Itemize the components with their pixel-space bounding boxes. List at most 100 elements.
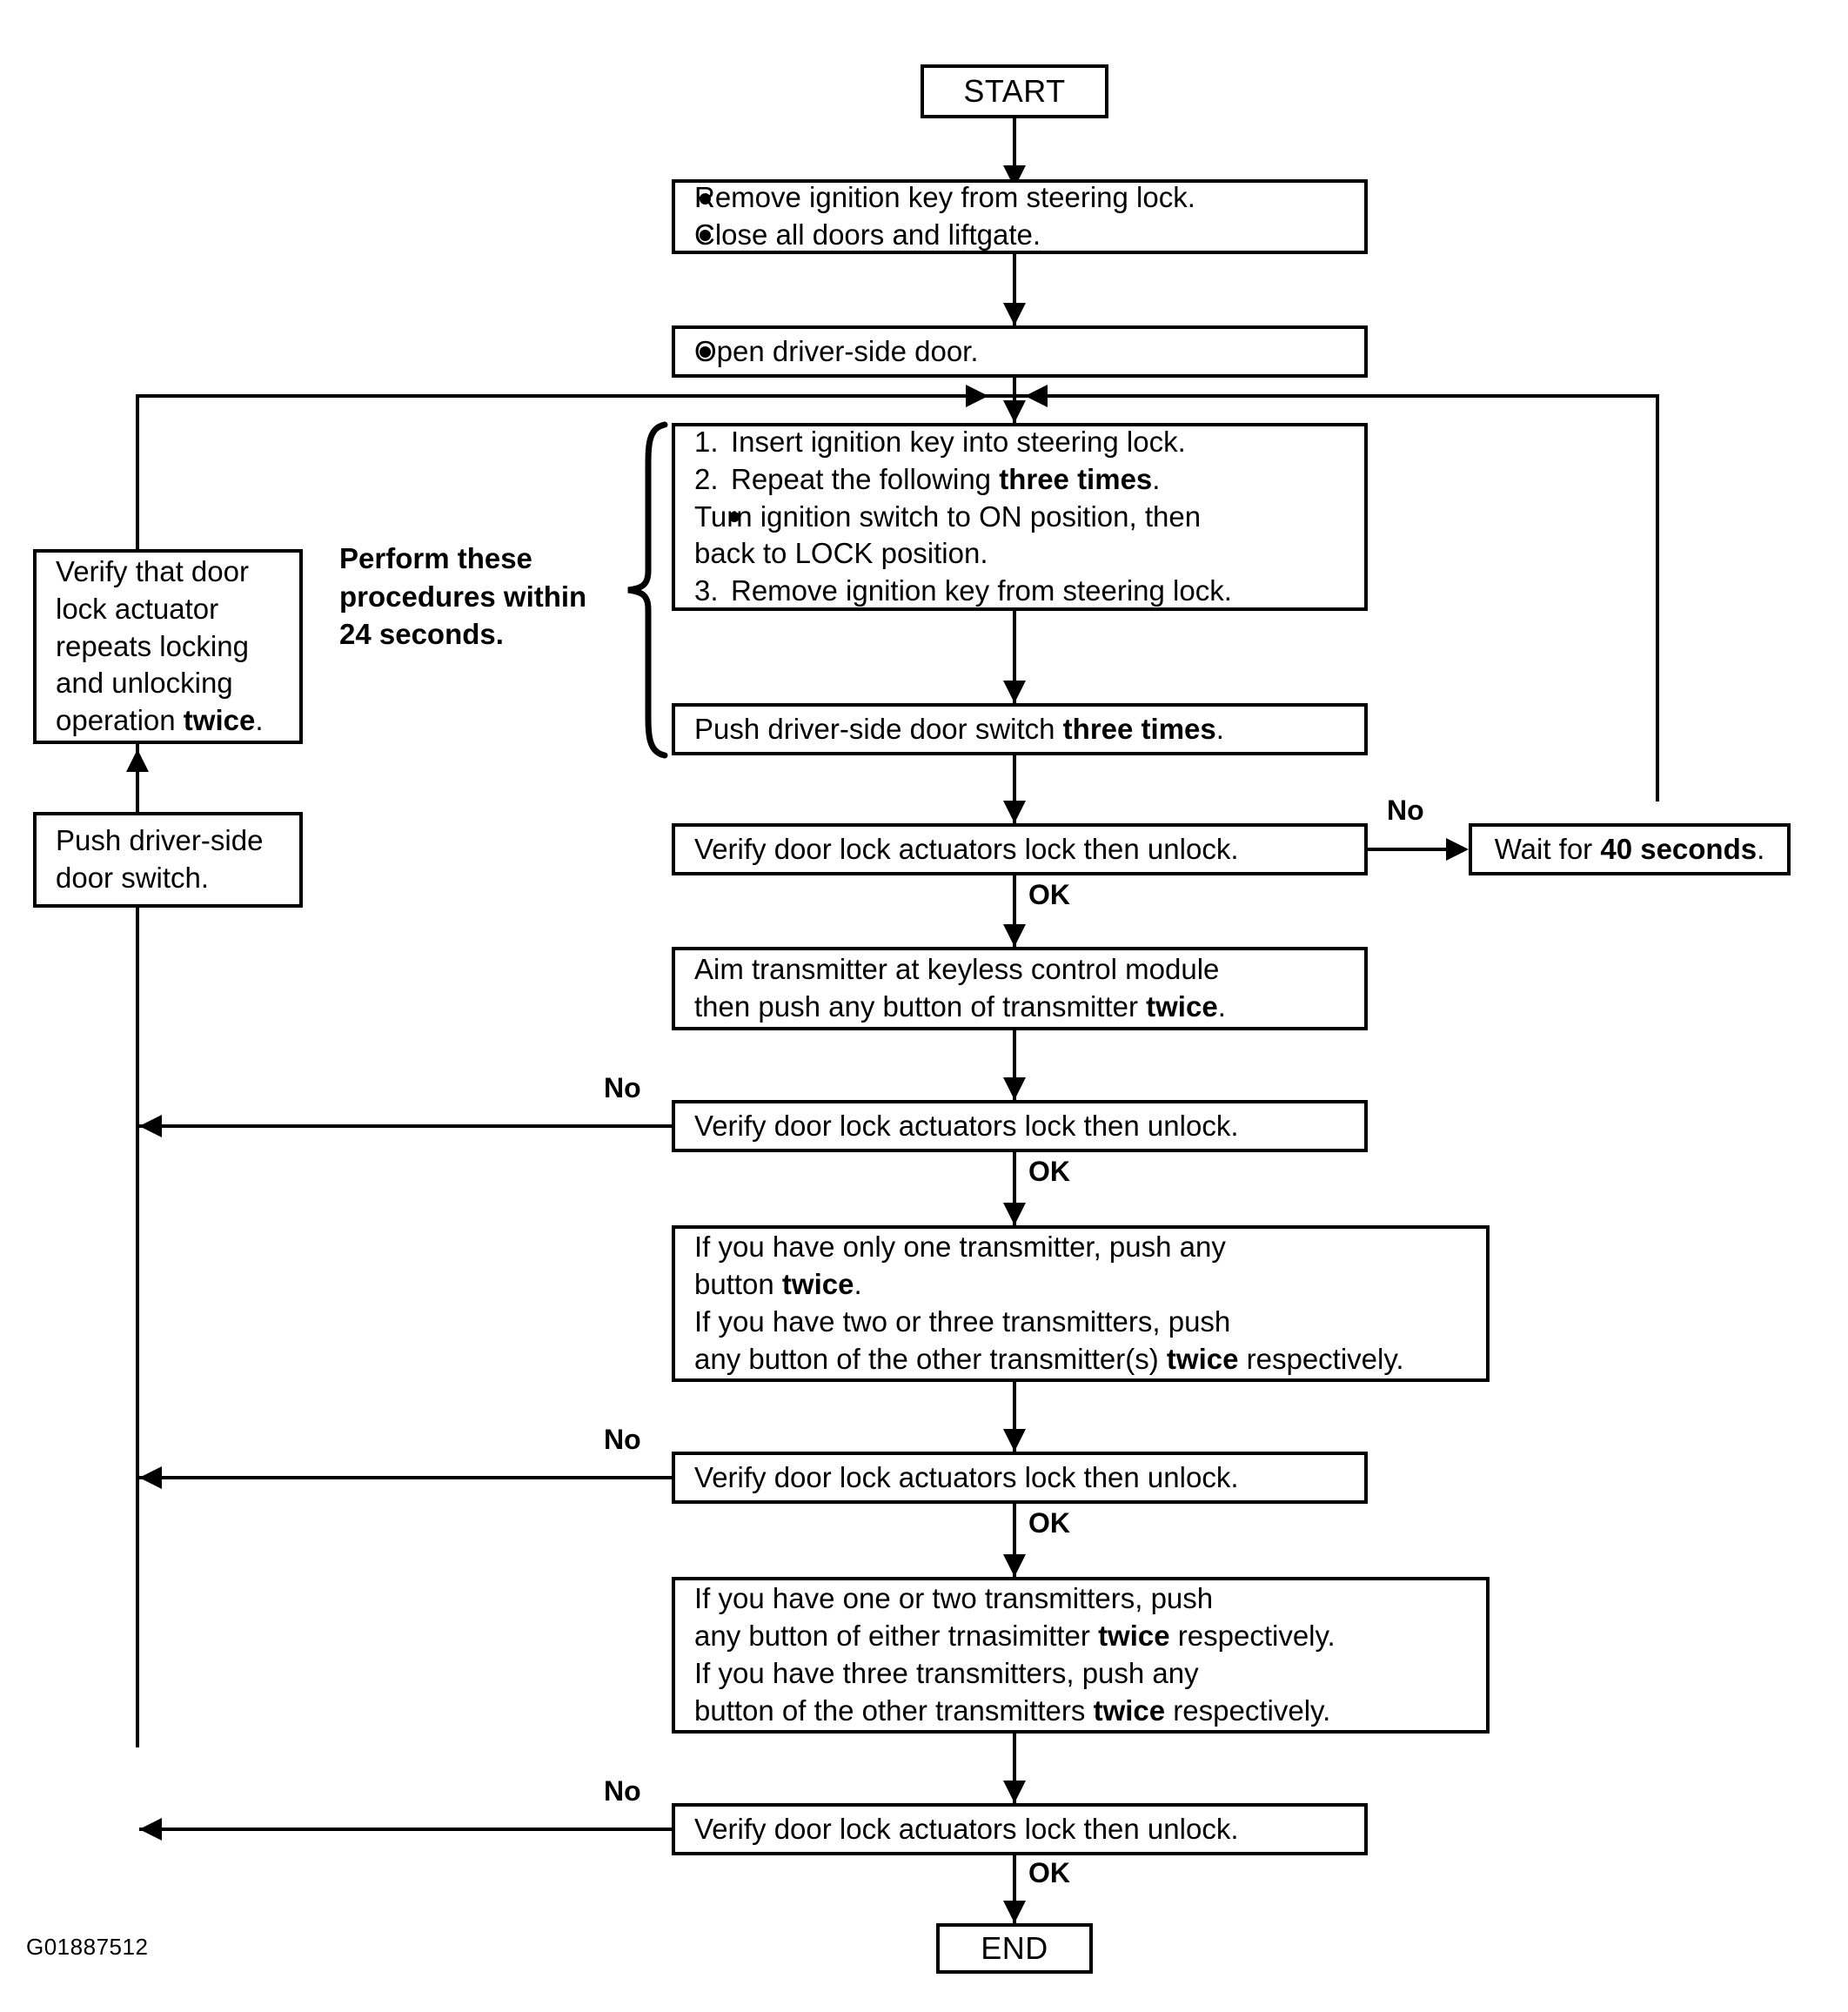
wait40-text-a: Wait for [1494,832,1601,865]
open-door-line-1: Open driver-side door. [675,333,1364,371]
prep-line-1: Remove ignition key from steering lock. [675,179,1364,217]
arrow-verify1-no-to-wait [1446,838,1469,861]
verify-repeat-line-3: repeats locking [56,629,249,662]
transmitters-b-line-2: any button of either trnasimitter twice … [675,1618,1486,1655]
transmitters-a-line-4-a: any button of the other transmitter(s) [694,1342,1167,1375]
wait40-emphasis: 40 seconds [1600,832,1758,865]
push-switch-line-1: Push driver-side [56,824,264,857]
procedure-item-2-tail: . [1152,462,1161,495]
end-label: END [981,1930,1048,1966]
connector-verify3-ok-to-transmitters-b [1013,1504,1016,1577]
connector-prep-to-open-door [1013,254,1016,325]
transmitters-b-line-2-emphasis: twice [1098,1620,1170,1653]
timing-brace [621,421,670,759]
procedure-item-1: 1.Insert ignition key into steering lock… [675,424,1364,461]
transmitters-a-line-1: If you have only one transmitter, push a… [694,1231,1226,1264]
push-three-emphasis: three times [1062,712,1216,745]
prep-line-2: Close all doors and liftgate. [675,217,1364,254]
label-ok-verify2: OK [1028,1156,1070,1187]
label-ok-verify3: OK [1028,1507,1070,1539]
transmitters-a-line-2: button twice. [675,1266,1486,1304]
arrow-verify1-ok-to-aim [1003,924,1026,947]
procedure-item-2: 2.Repeat the following three times. [675,461,1364,499]
connector-verify4-no-to-rail [139,1828,672,1831]
figure-id-label: G01887512 [26,1934,149,1960]
connector-verify3-no-to-rail [139,1476,672,1479]
box-transmitters-a: If you have only one transmitter, push a… [672,1225,1490,1382]
loop-rail-right [1656,394,1659,801]
loop-rail-left [136,394,139,568]
procedure-item-2-number: 2. [694,462,719,495]
box-verify-actuators-2: Verify door lock actuators lock then unl… [672,1100,1368,1152]
verify1-text: Verify door lock actuators lock then unl… [694,832,1239,865]
arrow-push-switch-to-verify-repeat [126,749,149,772]
arrow-transmitters-b-to-verify4 [1003,1781,1026,1803]
transmitters-a-line-4-emphasis: twice [1166,1342,1239,1375]
timing-note-line-1: Perform these [339,542,532,574]
verify-repeat-line-1: Verify that door [56,554,249,587]
box-aim-transmitter: Aim transmitter at keyless control modul… [672,947,1368,1030]
loop-rail-top [137,394,1659,398]
transmitters-a-line-2-emphasis: twice [781,1268,854,1301]
wait40-tail: . [1757,832,1765,865]
connector-procedure-to-push-three [1013,611,1016,703]
aim-line-2-a: then push any button of transmitter [694,990,1147,1023]
box-push-door-switch-three-times: Push driver-side door switch three times… [672,703,1368,755]
box-procedure-steps: 1.Insert ignition key into steering lock… [672,423,1368,611]
push-switch-line-2: door switch. [56,862,210,894]
box-verify-actuators-4: Verify door lock actuators lock then unl… [672,1803,1368,1855]
transmitters-a-line-3: If you have two or three transmitters, p… [694,1305,1231,1338]
connector-verify2-ok-to-transmitters-a [1013,1152,1016,1225]
aim-line-2-emphasis: twice [1146,990,1218,1023]
procedure-item-3-number: 3. [694,574,719,607]
timing-note-line-3: 24 seconds. [339,618,504,651]
transmitters-a-line-2-tail: . [854,1268,862,1301]
verify-repeat-line-4: and unlocking [56,667,233,700]
verify-repeat-emphasis: twice [183,704,256,737]
transmitters-b-line-2-tail: respectively. [1169,1620,1336,1653]
procedure-item-3-text: Remove ignition key from steering lock. [731,574,1232,607]
label-no-verify4: No [604,1775,641,1807]
transmitters-b-line-4-a: button of the other transmitters [694,1693,1094,1727]
label-ok-verify1: OK [1028,879,1070,910]
transmitters-a-line-4: any button of the other transmitter(s) t… [675,1341,1486,1378]
verify-repeat-line-2: lock actuator [56,592,219,625]
box-transmitters-b: If you have one or two transmitters, pus… [672,1577,1490,1734]
aim-line-2-tail: . [1217,990,1226,1023]
procedure-item-1-text: Insert ignition key into steering lock. [731,425,1186,458]
transmitters-a-line-2-a: button [694,1268,782,1301]
arrow-verify2-ok-to-transmitters-a [1003,1203,1026,1225]
push-three-text-a: Push driver-side door switch [694,712,1063,745]
transmitters-b-line-4-emphasis: twice [1093,1693,1166,1727]
label-no-verify1: No [1387,795,1424,826]
aim-line-2: then push any button of transmitter twic… [675,989,1364,1026]
verify-repeat-line-5-tail: . [255,704,264,737]
arrow-verify4-ok-to-end [1003,1901,1026,1923]
connector-start-to-prep [1013,118,1016,172]
arrow-prep-to-open-door [1003,303,1026,325]
wait40-text: Wait for 40 seconds. [1495,831,1765,869]
box-open-driver-door: Open driver-side door. [672,325,1368,378]
verify3-text: Verify door lock actuators lock then unl… [694,1460,1239,1493]
push-three-text: Push driver-side door switch three times… [675,711,1364,748]
loop-rail-left-bottom [136,875,139,1747]
procedure-item-2-text: Repeat the following [731,462,1000,495]
label-no-verify2: No [604,1072,641,1103]
connector-transmitters-b-to-verify4 [1013,1734,1016,1803]
transmitters-b-line-3: If you have three transmitters, push any [694,1657,1199,1689]
procedure-item-2-sub-line-1: Turn ignition switch to ON position, the… [675,499,1364,536]
arrow-verify3-ok-to-transmitters-b [1003,1554,1026,1577]
verify-repeat-line-5: operation twice. [37,702,299,740]
connector-verify2-no-to-rail [139,1124,672,1128]
start-label: START [963,73,1066,109]
transmitters-a-line-4-tail: respectively. [1238,1342,1404,1375]
push-three-tail: . [1215,712,1224,745]
connector-aim-to-verify2 [1013,1030,1016,1100]
box-push-door-switch: Push driver-side door switch. [33,812,303,908]
arrow-verify4-no-to-rail [139,1818,162,1841]
transmitters-b-line-2-a: any button of either trnasimitter [694,1620,1099,1653]
arrow-verify2-no-to-rail [139,1115,162,1137]
timing-note-line-2: procedures within [339,580,587,613]
arrow-into-procedure [1003,400,1026,423]
transmitters-b-line-4-tail: respectively. [1165,1693,1331,1727]
